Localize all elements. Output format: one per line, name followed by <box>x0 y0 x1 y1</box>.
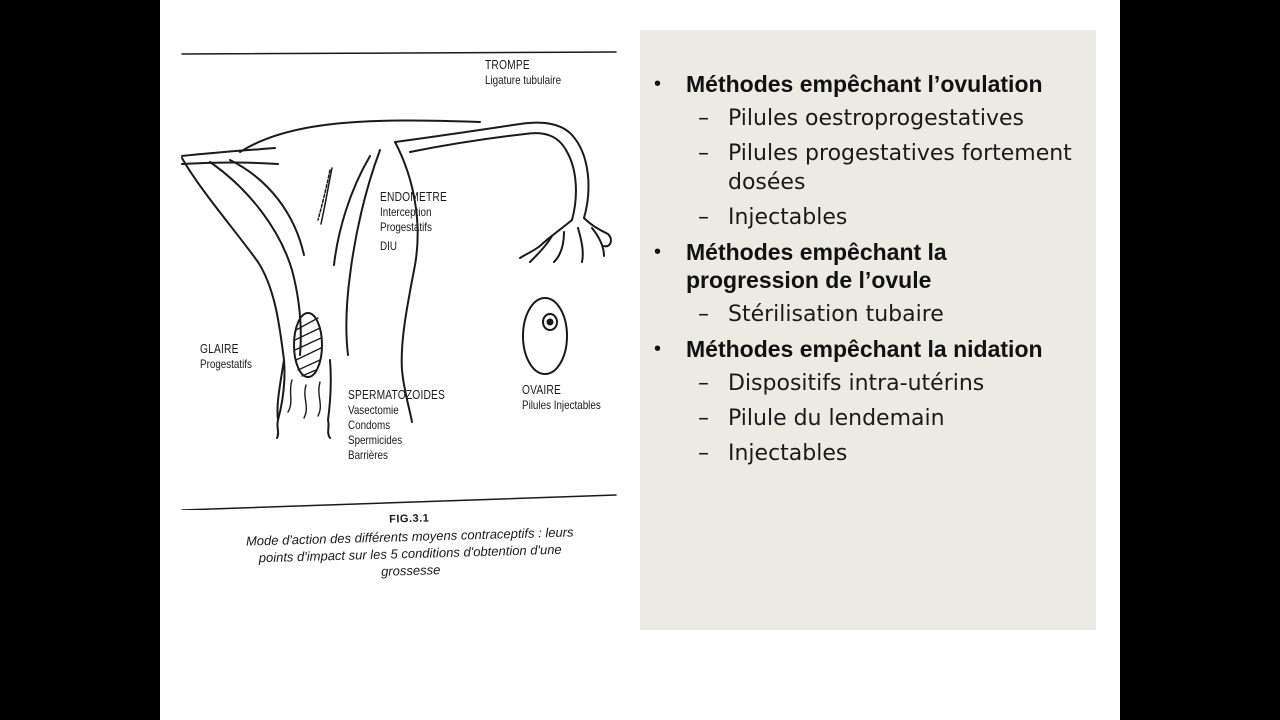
label-spermatozoides: SPERMATOZOIDES Vasectomie Condoms Spermi… <box>348 388 445 463</box>
label-trompe-line: Ligature tubulaire <box>485 73 562 87</box>
list-item: –Dispositifs intra-utérins <box>640 369 1096 398</box>
dash-icon: – <box>698 302 709 327</box>
label-glaire: GLAIRE Progestatifs <box>200 342 252 372</box>
section-heading: • Méthodes empêchant la nidation <box>640 335 1096 363</box>
item-text: Pilules progestatives fortement dosées <box>728 141 1072 195</box>
label-endometre-head: ENDOMETRE <box>380 190 447 204</box>
section-items: –Pilules oestroprogestatives –Pilules pr… <box>640 104 1096 232</box>
dash-icon: – <box>698 141 709 166</box>
section-title: Méthodes empêchant l’ovulation <box>686 71 1043 97</box>
method-section-ovulation: • Méthodes empêchant l’ovulation –Pilule… <box>640 70 1096 232</box>
bullet-icon: • <box>654 338 662 360</box>
item-text: Dispositifs intra-utérins <box>728 371 985 396</box>
dash-icon: – <box>698 441 709 466</box>
list-item: –Injectables <box>640 203 1096 232</box>
label-trompe-head: TROMPE <box>485 58 530 72</box>
item-text: Injectables <box>728 441 848 466</box>
bullet-icon: • <box>654 73 662 95</box>
method-section-nidation: • Méthodes empêchant la nidation –Dispos… <box>640 335 1096 468</box>
methods-list: • Méthodes empêchant l’ovulation –Pilule… <box>640 30 1096 468</box>
dash-icon: – <box>698 205 709 230</box>
item-text: Pilules oestroprogestatives <box>728 106 1024 131</box>
label-ovaire: OVAIRE Pilules Injectables <box>522 383 601 413</box>
label-endometre-line: Progestatifs <box>380 220 432 234</box>
dash-icon: – <box>698 406 709 431</box>
label-spermatozoides-line: Spermicides <box>348 433 403 447</box>
item-text: Stérilisation tubaire <box>728 302 944 327</box>
list-item: –Injectables <box>640 439 1096 468</box>
section-items: –Dispositifs intra-utérins –Pilule du le… <box>640 369 1096 468</box>
label-spermatozoides-line: Condoms <box>348 418 391 432</box>
section-heading: • Méthodes empêchant l’ovulation <box>640 70 1096 98</box>
section-title: Méthodes empêchant la nidation <box>686 336 1043 362</box>
section-title: Méthodes empêchant la progression de l’o… <box>686 239 947 293</box>
uterus-drawing <box>181 51 617 510</box>
label-trompe: TROMPE Ligature tubulaire <box>485 58 561 88</box>
list-item: –Stérilisation tubaire <box>640 300 1096 329</box>
label-glaire-head: GLAIRE <box>200 342 239 356</box>
label-ovaire-line: Pilules Injectables <box>522 398 601 412</box>
bullet-icon: • <box>654 241 662 263</box>
method-section-progression: • Méthodes empêchant la progression de l… <box>640 238 1096 329</box>
contraception-figure: TROMPE Ligature tubulaire ENDOMETRE Inte… <box>180 40 620 610</box>
figure-caption-text: Mode d'action des différents moyens cont… <box>245 524 574 579</box>
section-heading: • Méthodes empêchant la progression de l… <box>640 238 1096 294</box>
label-spermatozoides-head: SPERMATOZOIDES <box>348 388 446 402</box>
item-text: Injectables <box>728 205 848 230</box>
dash-icon: – <box>698 106 709 131</box>
item-text: Pilule du lendemain <box>728 406 945 431</box>
label-ovaire-head: OVAIRE <box>522 383 561 397</box>
figure-caption: FIG.3.1 Mode d'action des différents moy… <box>239 508 581 583</box>
section-items: –Stérilisation tubaire <box>640 300 1096 329</box>
label-endometre: ENDOMETRE Interception Progestatifs DIU <box>380 190 447 254</box>
methods-panel: • Méthodes empêchant l’ovulation –Pilule… <box>640 30 1096 630</box>
label-spermatozoides-line: Barrières <box>348 448 388 462</box>
list-item: –Pilules progestatives fortement dosées <box>640 139 1096 197</box>
dash-icon: – <box>698 371 709 396</box>
list-item: –Pilules oestroprogestatives <box>640 104 1096 133</box>
slide: TROMPE Ligature tubulaire ENDOMETRE Inte… <box>160 0 1120 720</box>
label-endometre-line: DIU <box>380 239 397 253</box>
list-item: –Pilule du lendemain <box>640 404 1096 433</box>
label-endometre-line: Interception <box>380 205 432 219</box>
label-glaire-line: Progestatifs <box>200 357 252 371</box>
label-spermatozoides-line: Vasectomie <box>348 403 399 417</box>
